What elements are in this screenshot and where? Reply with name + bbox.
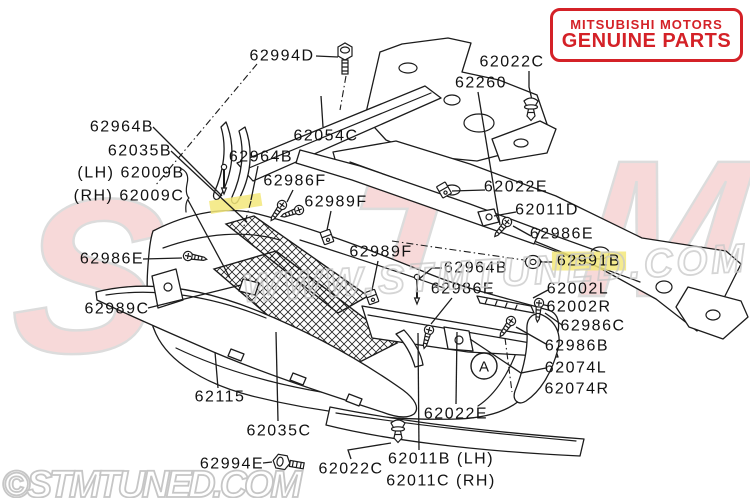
part-label-62011b-lh-[interactable]: 62011B (LH) xyxy=(388,451,494,468)
leader-line xyxy=(469,338,547,374)
leader-lines-layer xyxy=(142,55,563,464)
leader-line xyxy=(430,297,453,325)
diagram-highlight-patch xyxy=(209,192,263,214)
part-label-62002l[interactable]: 62002L xyxy=(547,281,609,298)
centerline xyxy=(154,63,258,187)
leader-line xyxy=(250,165,259,201)
leader-line xyxy=(170,150,248,223)
part-label-62022e[interactable]: 62022E xyxy=(484,179,548,196)
view-marker-label: A xyxy=(479,359,489,376)
part-label-62964b[interactable]: 62964B xyxy=(90,119,154,136)
leader-line xyxy=(493,211,517,217)
part-label-62054c[interactable]: 62054C xyxy=(293,128,358,145)
part-label-62022e[interactable]: 62022E xyxy=(424,406,488,423)
centerline xyxy=(243,200,252,227)
leader-line xyxy=(512,225,532,237)
part-label--lh-62009b[interactable]: (LH) 62009B xyxy=(77,165,184,182)
part-label-62964b[interactable]: 62964B xyxy=(444,260,508,277)
part-label-62964b[interactable]: 62964B xyxy=(229,149,293,166)
leader-line xyxy=(187,199,231,279)
leader-line xyxy=(455,331,458,405)
leader-line xyxy=(371,260,379,291)
part-label-62035c[interactable]: 62035C xyxy=(246,423,311,440)
part-label-62989f[interactable]: 62989F xyxy=(349,244,412,261)
part-label-62994d[interactable]: 62994D xyxy=(249,48,314,65)
left-clip-plate xyxy=(238,278,260,296)
part-label-62002r[interactable]: 62002R xyxy=(546,299,611,316)
leader-line xyxy=(315,55,339,58)
part-label-62035b[interactable]: 62035B xyxy=(108,143,172,160)
leader-line xyxy=(417,332,420,451)
parts-layer xyxy=(95,37,749,457)
leader-line xyxy=(515,326,547,345)
genuine-parts-stamp: MITSUBISHI MOTORS GENUINE PARTS xyxy=(550,8,743,62)
fasteners-layer: A xyxy=(182,42,545,474)
leader-line xyxy=(528,71,533,101)
leader-line xyxy=(286,189,294,203)
leader-line xyxy=(347,442,392,460)
part-label-62986c[interactable]: 62986C xyxy=(560,318,625,335)
part-label--rh-62009c[interactable]: (RH) 62009C xyxy=(74,188,185,205)
leader-line xyxy=(326,210,332,231)
leader-line xyxy=(477,91,501,226)
stamp-line1: MITSUBISHI MOTORS xyxy=(570,16,723,32)
centerline xyxy=(504,337,513,393)
part-label-62986f[interactable]: 62986F xyxy=(263,173,326,190)
lower-valance xyxy=(325,406,585,457)
part-label-62989c[interactable]: 62989C xyxy=(84,301,149,318)
support-bracket-right xyxy=(675,286,749,340)
bumper-corner-right xyxy=(513,313,560,404)
support-bracket-mid xyxy=(491,120,557,162)
lamp-bracket xyxy=(443,326,474,352)
leader-line xyxy=(262,461,273,464)
leader-line xyxy=(147,284,242,309)
leader-line xyxy=(451,189,486,192)
part-label-62986e[interactable]: 62986E xyxy=(431,281,495,298)
leader-line xyxy=(417,267,442,281)
part-label-62022c[interactable]: 62022C xyxy=(318,461,383,478)
bolt-icon xyxy=(337,42,353,75)
lower-mid-rail xyxy=(295,149,541,245)
part-label-62022c[interactable]: 62022C xyxy=(479,54,544,71)
part-label-62986e[interactable]: 62986E xyxy=(80,251,144,268)
leader-line xyxy=(214,351,219,389)
part-label-62986b[interactable]: 62986B xyxy=(545,338,609,355)
fender-garnish-lh xyxy=(212,121,233,201)
part-label-62989f[interactable]: 62989F xyxy=(304,194,367,211)
leader-line xyxy=(275,331,279,422)
part-label-62260[interactable]: 62260 xyxy=(455,75,507,92)
leader-line xyxy=(320,95,324,128)
highlight-patch-layer xyxy=(209,192,263,214)
lh-rh-brace xyxy=(179,167,190,213)
part-label-62991b[interactable]: 62991B xyxy=(557,253,621,270)
fog-bezel xyxy=(395,329,424,368)
leader-line xyxy=(544,312,563,326)
part-label-62011c-rh-[interactable]: 62011C (RH) xyxy=(386,473,496,490)
air-dam xyxy=(95,285,418,418)
part-label-62011d[interactable]: 62011D xyxy=(515,202,579,219)
leader-line xyxy=(532,289,549,299)
part-label-62994e[interactable]: 62994E xyxy=(200,456,264,473)
watermark-copyright-text: ©STMTUNED.COM xyxy=(2,464,303,498)
side-marker-slat xyxy=(476,295,535,314)
leader-line xyxy=(142,257,183,260)
view-marker-circle xyxy=(470,352,498,380)
part-label-62074l[interactable]: 62074L xyxy=(545,360,607,377)
leader-line xyxy=(152,126,223,197)
part-label-62074r[interactable]: 62074R xyxy=(544,381,609,398)
stamp-line2: GENUINE PARTS xyxy=(561,30,732,53)
part-label-highlight xyxy=(551,251,627,271)
part-label-62115[interactable]: 62115 xyxy=(195,389,246,406)
centerline xyxy=(339,75,347,111)
part-label-62986e[interactable]: 62986E xyxy=(530,226,594,243)
